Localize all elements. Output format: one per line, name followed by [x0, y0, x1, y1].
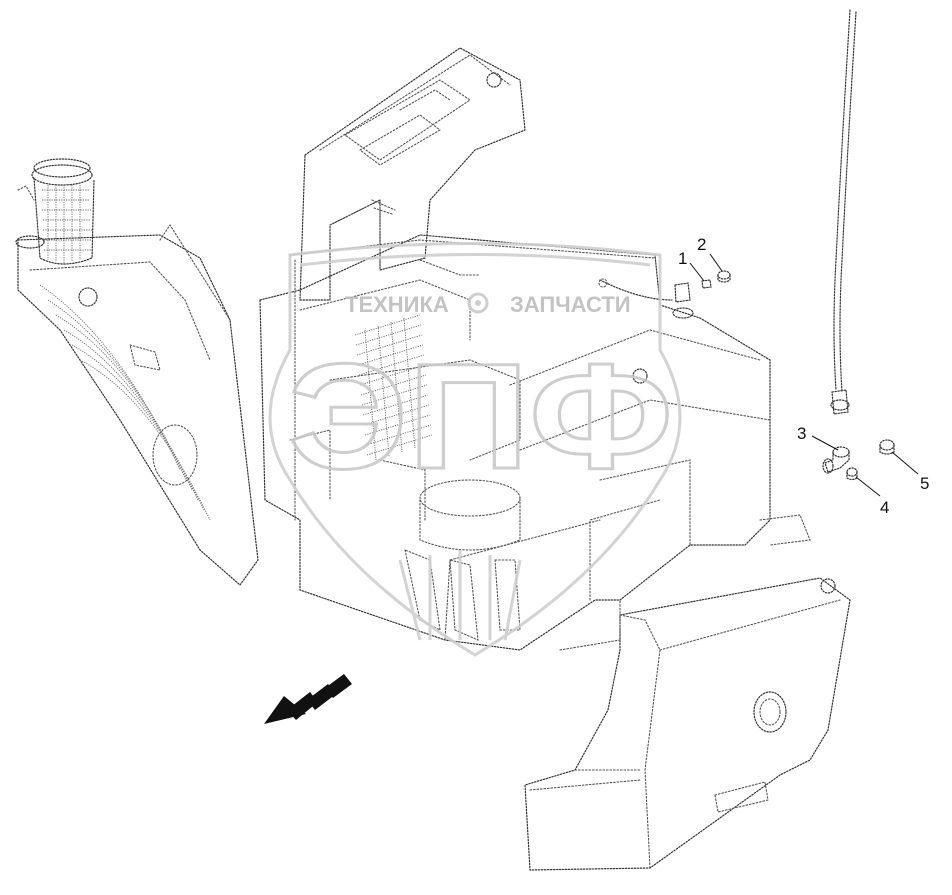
part-3-elbow	[822, 446, 850, 474]
filler-neck	[15, 158, 95, 265]
watermark-brand-right: ЗАПЧАСТИ	[510, 292, 631, 317]
direction-arrow	[264, 674, 352, 724]
lower-bracket	[524, 577, 851, 871]
part-2-nut	[717, 270, 731, 283]
left-tank-body	[17, 223, 259, 586]
callout-2: 2	[697, 235, 706, 254]
callout-5: 5	[920, 474, 929, 493]
callout-leaders	[689, 253, 919, 497]
upper-bracket	[299, 47, 526, 301]
hose	[830, 9, 857, 415]
part-1-fitting	[701, 279, 712, 289]
callout-3: 3	[797, 424, 806, 443]
watermark-logo-letters: ЭПФ	[288, 332, 673, 500]
gear-icon	[467, 292, 489, 314]
callout-1: 1	[678, 249, 687, 268]
watermark: ТЕХНИКА ЗАПЧАСТИ ЭПФ	[268, 242, 682, 657]
part-4-washer	[846, 467, 858, 481]
callout-4: 4	[880, 498, 889, 517]
watermark-brand-left: ТЕХНИКА	[345, 292, 449, 317]
part-5-nut	[879, 439, 895, 455]
